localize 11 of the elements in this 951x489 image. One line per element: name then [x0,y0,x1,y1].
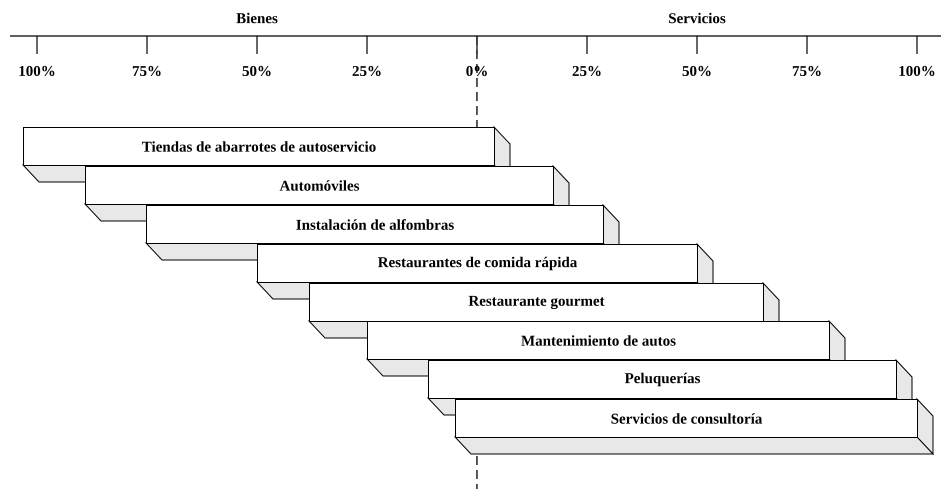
tick-label: 0% [466,66,487,76]
tick-label: 50% [242,66,271,76]
tick-label: 100% [899,66,934,76]
axis-heading: Servicios [669,12,726,24]
tick-label: 25% [352,66,381,76]
tick-label: 25% [572,66,601,76]
tick-label: 75% [132,66,161,76]
tick-label: 75% [792,66,821,76]
axis-heading: Bienes [236,12,278,24]
tick-label: 50% [682,66,711,76]
tick-label: 100% [19,66,54,76]
